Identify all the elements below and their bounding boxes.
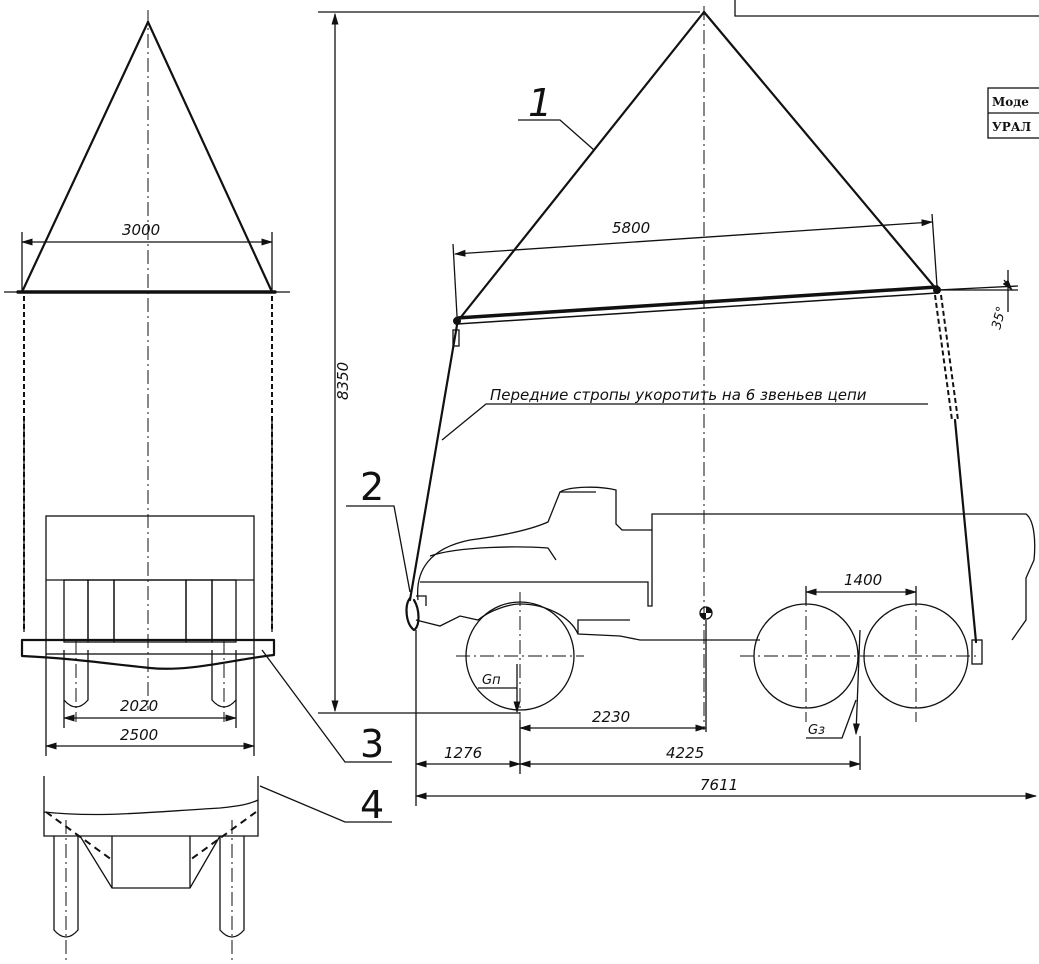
dim-lift-height: 8350 <box>334 362 352 400</box>
angle-label: 35° <box>989 305 1009 331</box>
dim-front-overhang: 1276 <box>444 744 482 762</box>
callout-1: 1 <box>528 81 552 125</box>
callout-4: 4 <box>360 783 384 827</box>
dim-spreader-length: 5800 <box>612 219 650 237</box>
dim-cg-to-front-axle: 2230 <box>592 708 630 726</box>
side-view <box>318 6 1038 806</box>
rear-detail-view <box>43 776 392 960</box>
title-block: Моде УРАЛ <box>734 0 1039 139</box>
dim-rear-axle-spacing: 1400 <box>844 571 882 589</box>
callout-2: 2 <box>360 465 384 509</box>
dim-overall-length: 7611 <box>700 776 738 794</box>
title-block-row1: Моде <box>992 95 1029 109</box>
load-rear-label: Gз <box>808 723 825 738</box>
dim-wheelbase-to-cg: 4225 <box>666 744 704 762</box>
dim-front-width-top: 3000 <box>122 221 160 239</box>
front-view <box>4 10 392 763</box>
load-front-label: Gп <box>482 673 501 688</box>
note-text: Передние стропы укоротить на 6 звеньев ц… <box>490 386 867 404</box>
callout-3: 3 <box>360 722 384 766</box>
dim-front-width-body: 2500 <box>120 726 158 744</box>
dim-front-width-axle: 2020 <box>120 697 158 715</box>
title-block-row2: УРАЛ <box>992 120 1032 134</box>
